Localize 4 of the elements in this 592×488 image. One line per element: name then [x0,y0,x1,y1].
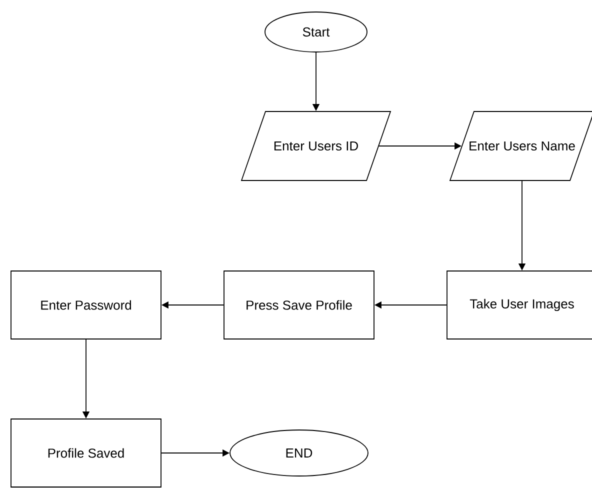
process-box: Enter Password [10,270,162,340]
process-box: Take User Images [446,270,592,340]
process-box: Press Save Profile [224,270,374,340]
process-box: Profile Saved [10,418,162,488]
